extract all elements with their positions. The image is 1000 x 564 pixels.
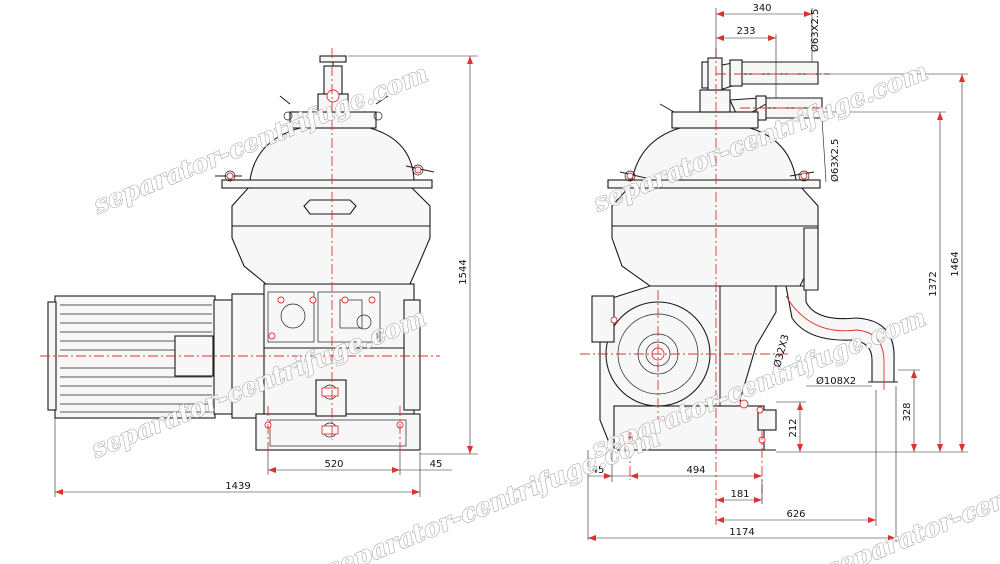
front-red-details xyxy=(226,89,422,435)
dim-181: 181 xyxy=(730,489,749,500)
watermark-6: separator-centrifuge.com xyxy=(820,423,1000,564)
front-view: 1544 520 45 1439 xyxy=(40,48,478,497)
dim-45-front: 45 xyxy=(430,459,443,470)
motor xyxy=(47,293,267,419)
dim-328: 328 xyxy=(902,402,913,421)
side-frame xyxy=(591,285,777,451)
side-bowl-casing xyxy=(607,57,821,287)
dim-1174: 1174 xyxy=(729,527,754,538)
dim-340: 340 xyxy=(752,3,771,14)
dim-1372: 1372 xyxy=(928,271,939,296)
pipe-63-lower: Ø63X2.5 xyxy=(829,139,841,182)
dim-233: 233 xyxy=(736,26,755,37)
dim-1439: 1439 xyxy=(225,481,250,492)
dim-626: 626 xyxy=(786,509,805,520)
frame xyxy=(255,283,421,451)
dim-212: 212 xyxy=(788,418,799,437)
bowl-casing xyxy=(215,55,435,285)
front-dimensions: 1544 520 45 1439 xyxy=(54,55,478,497)
pipe-63-upper: Ø63X2.5 xyxy=(809,9,821,52)
pipe-108: Ø108X2 xyxy=(816,375,856,387)
dim-494: 494 xyxy=(686,465,705,476)
dim-1464: 1464 xyxy=(950,251,961,276)
inlet-pipe xyxy=(785,227,898,383)
dim-520: 520 xyxy=(324,459,343,470)
side-view: 340 233 Ø63X2.5 Ø63X2.5 1464 1372 328 xyxy=(580,3,968,542)
dim-45-side: 45 xyxy=(592,465,605,476)
outlet-pipes xyxy=(701,59,823,123)
dim-1544: 1544 xyxy=(458,259,469,284)
